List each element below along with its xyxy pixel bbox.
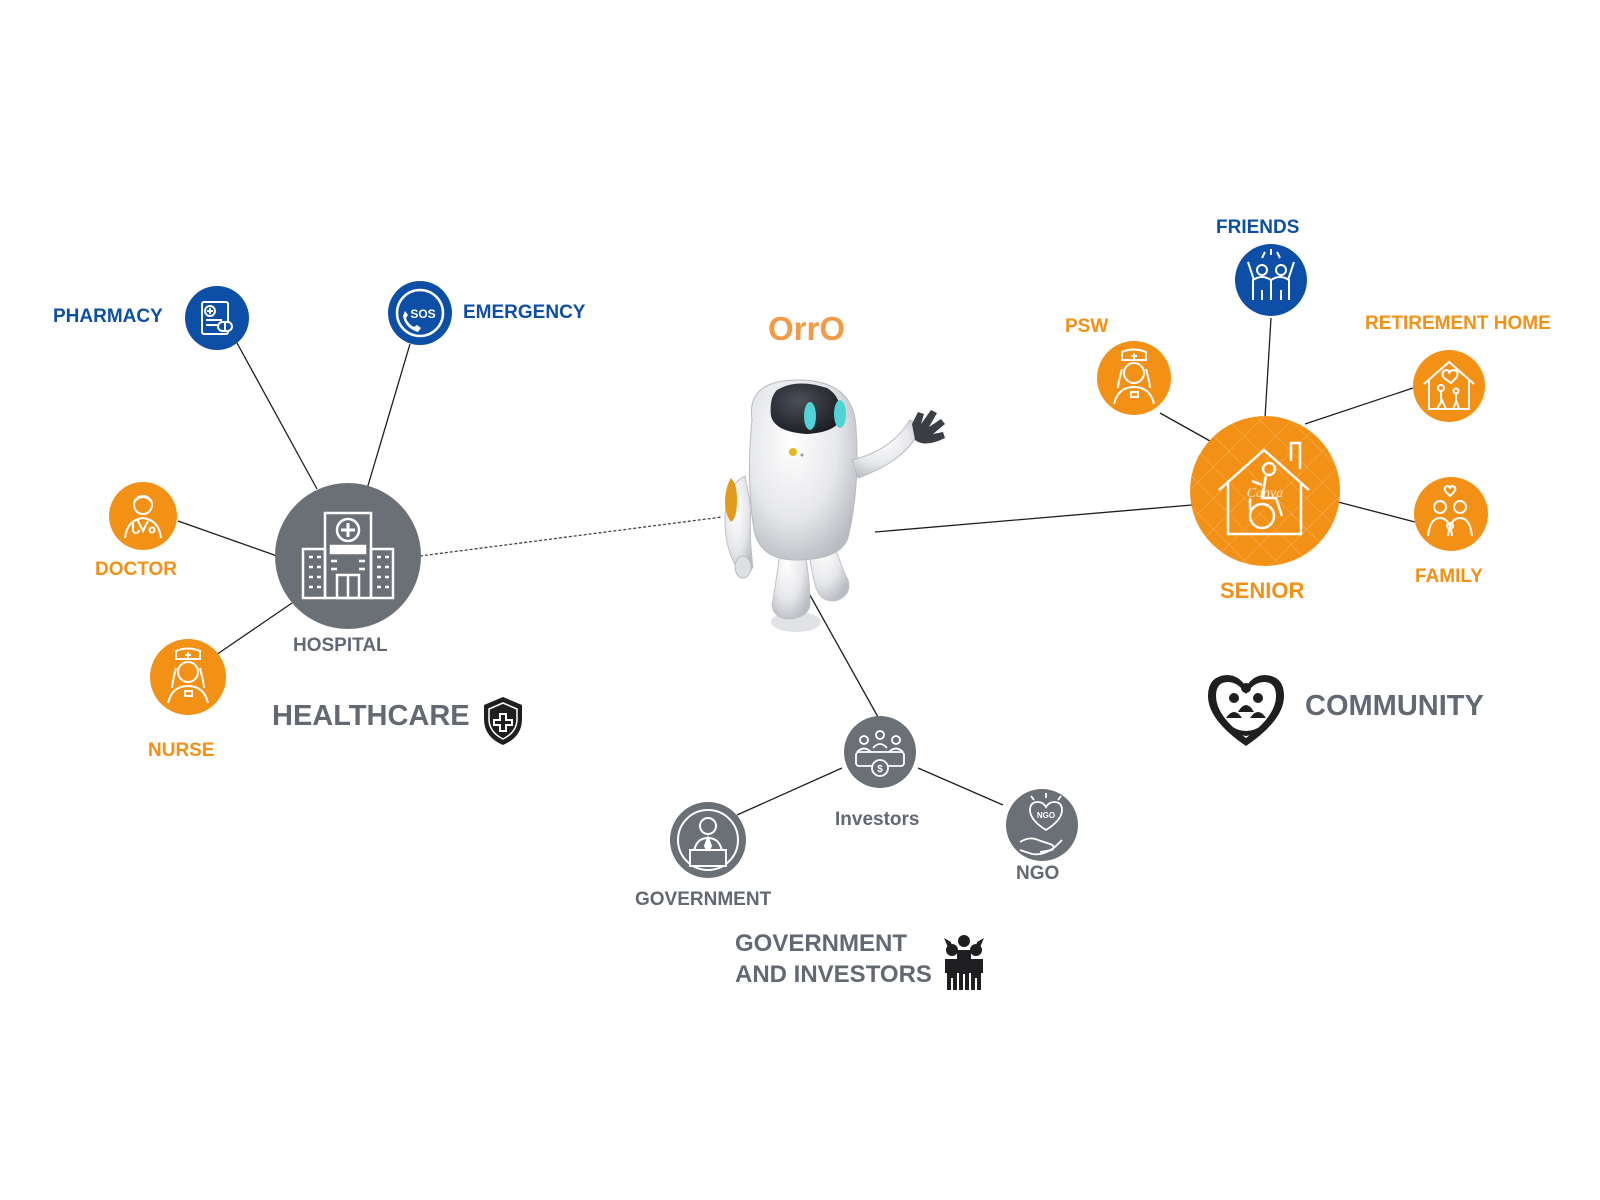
investors-meeting-icon: $ (855, 730, 905, 777)
doctor-label: DOCTOR (95, 559, 177, 580)
government-node (670, 802, 746, 878)
svg-text:SOS: SOS (410, 307, 435, 321)
ngo-heart-hand-icon: NGO (1019, 793, 1063, 856)
connector-senior-family (1337, 501, 1416, 523)
people-group-icon (944, 935, 984, 990)
healthcare-shield-icon (484, 697, 522, 745)
connector-lines (177, 317, 1416, 816)
connector-hospital-doctor (177, 520, 278, 557)
connector-hospital-nurse (215, 602, 293, 656)
doctor-icon (124, 495, 162, 539)
nurse-label: NURSE (148, 740, 215, 761)
svg-text:NGO: NGO (1037, 811, 1055, 820)
pharmacy-node (185, 286, 249, 350)
government-investors-group-label-line1: GOVERNMENT (735, 930, 908, 957)
hospital-node (275, 483, 421, 629)
hospital-label: HOSPITAL (293, 635, 388, 656)
sos-phone-icon: SOS (395, 288, 445, 338)
family-node (1414, 477, 1488, 551)
healthcare-group-label: HEALTHCARE (272, 700, 470, 732)
connector-investors-ngo (917, 767, 1004, 806)
orro-robot-icon (724, 379, 945, 632)
nurse-icon (167, 647, 209, 704)
connector-senior-friends (1264, 317, 1272, 419)
retirement-home-label: RETIREMENT HOME (1365, 313, 1551, 334)
emergency-node: SOS (388, 281, 452, 345)
ngo-label: NGO (1016, 863, 1060, 884)
psw-label: PSW (1065, 316, 1109, 337)
connector-hospital-robot (419, 516, 723, 557)
connector-investors-government (736, 767, 843, 816)
retirement-home-node (1413, 350, 1485, 422)
retirement-home-icon (1423, 360, 1475, 410)
doctor-node (109, 482, 177, 550)
investors-node: $ (844, 716, 916, 788)
family-icon (1427, 484, 1473, 537)
government-investors-group-label-line2: AND INVESTORS (735, 961, 932, 988)
psw-node (1097, 341, 1171, 415)
pharmacy-label: PHARMACY (53, 306, 163, 327)
investors-label: Investors (835, 809, 920, 830)
community-heart-icon (1208, 675, 1284, 746)
family-label: FAMILY (1415, 566, 1483, 587)
hospital-building-icon (301, 511, 395, 600)
connector-robot-investors (805, 587, 879, 718)
friends-label: FRIENDS (1216, 217, 1300, 238)
orro-title: OrrO (768, 310, 846, 347)
senior-node: Canva (1190, 416, 1340, 566)
senior-wheelchair-house-icon: Canva (1218, 441, 1310, 536)
psw-nurse-icon (1113, 348, 1155, 405)
community-group-label: COMMUNITY (1305, 690, 1484, 722)
emergency-label: EMERGENCY (463, 302, 586, 323)
connector-hospital-emergency (366, 343, 411, 490)
connector-robot-senior (874, 504, 1193, 533)
government-label: GOVERNMENT (635, 889, 772, 910)
government-official-icon (677, 809, 739, 871)
ngo-node: NGO (1006, 789, 1078, 861)
connector-senior-psw (1159, 412, 1211, 442)
prescription-pills-icon (201, 301, 233, 335)
svg-text:$: $ (877, 764, 883, 775)
senior-label: SENIOR (1220, 578, 1305, 603)
svg-text:Canva: Canva (1247, 486, 1284, 501)
friends-raised-hands-icon (1247, 249, 1295, 300)
connector-hospital-pharmacy (236, 342, 318, 490)
connector-senior-retirement (1304, 387, 1414, 425)
friends-node (1235, 244, 1307, 316)
nurse-node (150, 639, 226, 715)
